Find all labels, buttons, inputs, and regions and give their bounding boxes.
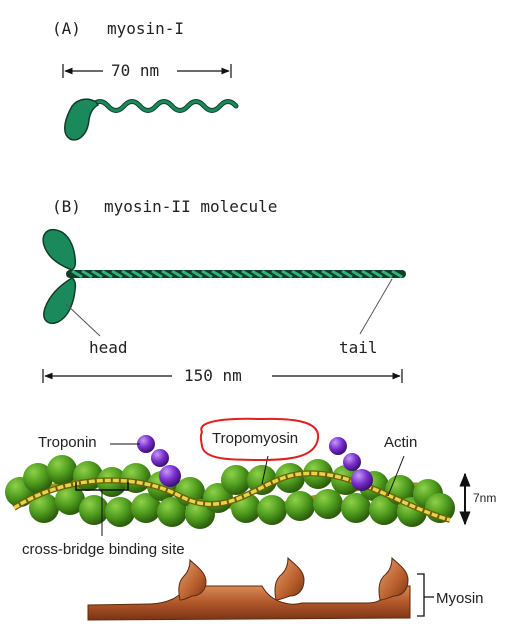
panel-a-scale-bar	[62, 64, 232, 78]
actin-pointer	[387, 455, 405, 497]
tail-label: tail	[339, 338, 378, 357]
binding-site-label: cross-bridge binding site	[22, 541, 185, 558]
head-pointer	[65, 303, 101, 337]
thin-filament	[5, 435, 471, 536]
panel-b	[42, 228, 406, 383]
panel-a	[62, 64, 239, 141]
panel-a-letter: (A)	[52, 19, 81, 38]
myosin-ii-tail	[66, 269, 406, 279]
panel-b-letter: (B)	[52, 197, 81, 216]
tail-pointer	[359, 278, 393, 335]
panel-a-title: myosin-I	[107, 19, 185, 38]
actin-label: Actin	[384, 434, 418, 451]
troponin-complex-right	[329, 437, 373, 491]
panel-b-title: myosin-II molecule	[104, 197, 278, 216]
head-label: head	[89, 338, 128, 357]
tropomyosin-label: Tropomyosin	[212, 430, 299, 447]
actin-subunits	[5, 455, 455, 529]
width-label: 7nm	[473, 491, 497, 505]
panel-b-scale-bar	[42, 369, 403, 383]
panel-b-scale-label: 150 nm	[184, 366, 242, 385]
myosin-ii-head-lower	[43, 277, 77, 324]
myosin-bracket	[417, 573, 434, 617]
thick-filament-rod	[87, 585, 411, 621]
panel-a-scale-label: 70 nm	[111, 61, 160, 80]
myosin-head-3	[378, 556, 409, 601]
myosin-head-2	[274, 556, 305, 601]
troponin-complex-left	[137, 435, 181, 487]
myosin-label: Myosin	[436, 590, 484, 607]
troponin-label: Troponin	[38, 434, 97, 451]
myosin-ii-head-upper	[42, 228, 77, 271]
tropomyosin-highlight	[199, 417, 320, 462]
myosin-i-head	[64, 98, 100, 141]
myosin-head-1	[178, 558, 207, 601]
thick-filament	[87, 556, 434, 621]
